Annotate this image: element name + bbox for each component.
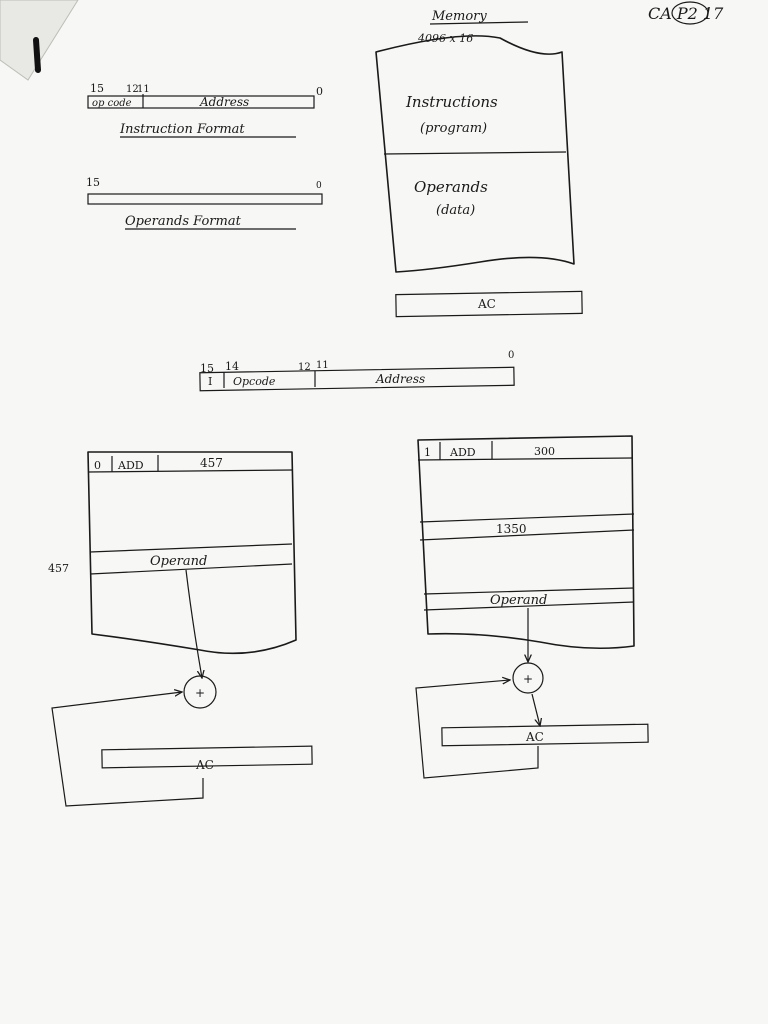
operand-bit-15-label: 15 bbox=[86, 176, 100, 189]
direct-ac-register bbox=[101, 745, 313, 769]
memory-title: Memory bbox=[431, 9, 487, 24]
indirect-instr-bottom bbox=[417, 457, 633, 461]
memory-ac-register bbox=[395, 290, 583, 318]
direct-feedback-loop bbox=[51, 692, 204, 807]
direct-memory-outline bbox=[87, 451, 297, 655]
address-field: Address bbox=[199, 95, 249, 109]
instruction-format-caption: Instruction Format bbox=[119, 122, 245, 137]
opcode-field: op code bbox=[92, 98, 132, 109]
instruction-register bbox=[87, 95, 315, 109]
direct-operand-top bbox=[89, 543, 293, 553]
operands-label: Operands bbox=[414, 178, 488, 196]
direct-instr-bottom bbox=[87, 469, 293, 473]
direct-adder-symbol: + bbox=[195, 686, 205, 700]
direct-operand: Operand bbox=[150, 554, 207, 569]
ind-bit-11-label: 11 bbox=[316, 360, 329, 371]
bit-15-label: 15 bbox=[90, 82, 104, 95]
instructions-sub: (program) bbox=[420, 121, 487, 136]
ind-opcode-field: Opcode bbox=[233, 375, 276, 388]
bit-12-label: 12 bbox=[126, 84, 139, 95]
ind-bit-0-label: 0 bbox=[508, 350, 514, 361]
memory-outline bbox=[375, 35, 575, 273]
i-field: I bbox=[208, 375, 212, 388]
indirect-pointer-bottom bbox=[419, 529, 635, 541]
indirect-register bbox=[199, 366, 515, 392]
direct-adder bbox=[183, 675, 217, 709]
indirect-operand-top bbox=[423, 587, 635, 595]
indirect-pointer-value: 1350 bbox=[496, 522, 527, 536]
indirect-format: 15 14 12 11 0 I Opcode Address bbox=[199, 350, 515, 392]
memory-divider bbox=[383, 151, 567, 155]
indirect-adder bbox=[512, 662, 544, 694]
indirect-op: ADD bbox=[449, 446, 476, 459]
indirect-addr: 300 bbox=[534, 445, 555, 458]
indirect-pointer-top bbox=[419, 513, 635, 523]
indirect-example: 1 ADD 300 1350 Operand + AC bbox=[415, 435, 649, 779]
bit-11-label: 11 bbox=[137, 84, 150, 95]
page-tag-text: CA P2 17 bbox=[648, 4, 724, 23]
direct-ac: AC bbox=[195, 758, 214, 772]
indirect-feedback-loop bbox=[415, 680, 539, 779]
indirect-adder-symbol: + bbox=[523, 672, 533, 686]
direct-op: ADD bbox=[117, 459, 144, 472]
direct-operand-bottom bbox=[89, 563, 293, 575]
ind-bit-15-label: 15 bbox=[200, 362, 214, 375]
direct-example: 0 ADD 457 457 Operand + AC bbox=[48, 451, 313, 807]
operand-register bbox=[87, 193, 323, 205]
direct-addr: 457 bbox=[200, 456, 223, 470]
direct-side-address: 457 bbox=[48, 562, 69, 575]
ind-bit-12-label: 12 bbox=[298, 362, 311, 373]
instruction-format: 15 12 11 0 op code Address Instruction F… bbox=[87, 82, 323, 138]
indirect-i-bit: 1 bbox=[424, 446, 431, 459]
indirect-operand-bottom bbox=[423, 601, 635, 611]
indirect-ac-register bbox=[441, 723, 649, 747]
indirect-memory-outline bbox=[417, 435, 635, 650]
binding-mark bbox=[33, 37, 41, 73]
indirect-ac: AC bbox=[525, 730, 544, 744]
bit-0-label: 0 bbox=[316, 85, 323, 98]
operand-bit-0-label: 0 bbox=[316, 181, 322, 191]
page-tag: CA P2 17 bbox=[648, 1, 724, 25]
instructions-label: Instructions bbox=[405, 93, 498, 111]
indirect-arrow-to-ac bbox=[531, 693, 540, 726]
direct-arrow-to-adder bbox=[185, 569, 202, 678]
operands-sub: (data) bbox=[436, 203, 475, 218]
direct-i-bit: 0 bbox=[94, 459, 101, 472]
ind-address-field: Address bbox=[375, 372, 425, 386]
memory-block: Memory 4096 x 16 Instructions (program) … bbox=[375, 9, 583, 318]
operand-format: 15 0 Operands Format bbox=[86, 176, 323, 230]
operand-format-caption: Operands Format bbox=[125, 214, 242, 229]
memory-ac-label: AC bbox=[477, 297, 496, 311]
ind-bit-14-label: 14 bbox=[225, 360, 239, 373]
indirect-operand: Operand bbox=[490, 593, 547, 608]
memory-title-underline bbox=[429, 21, 529, 25]
